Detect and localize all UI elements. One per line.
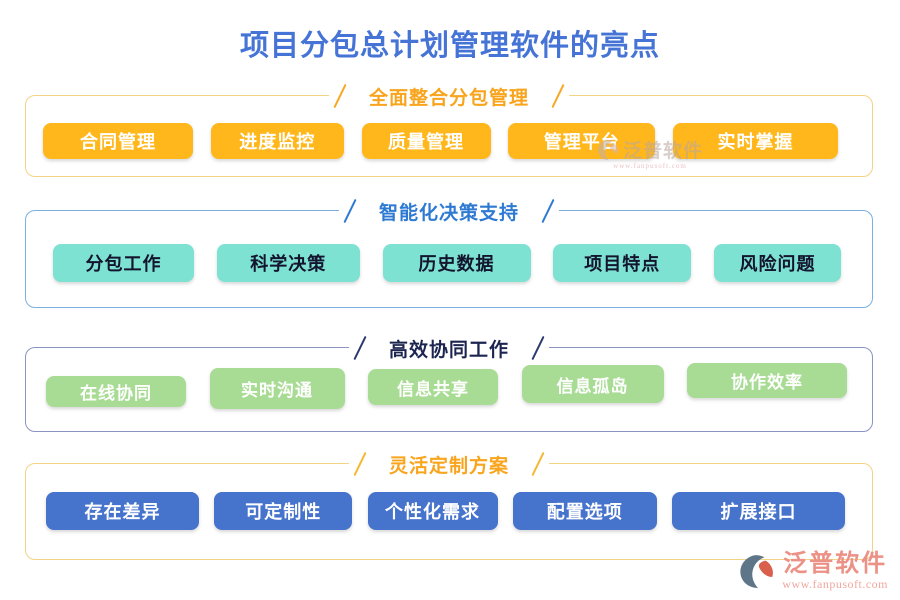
slash-right-icon bbox=[531, 335, 545, 361]
feature-chip[interactable]: 协作效率 bbox=[687, 363, 847, 398]
feature-chip[interactable]: 实时掌握 bbox=[673, 123, 838, 159]
section-decision-support-header: 智能化决策支持 bbox=[26, 195, 872, 227]
feature-chip[interactable]: 分包工作 bbox=[53, 244, 194, 282]
section-title: 全面整合分包管理 bbox=[368, 87, 529, 109]
feature-chip[interactable]: 扩展接口 bbox=[672, 492, 845, 530]
section-title: 高效协同工作 bbox=[388, 339, 509, 361]
feature-chip[interactable]: 项目特点 bbox=[553, 244, 692, 282]
feature-chip[interactable]: 可定制性 bbox=[214, 492, 353, 530]
feature-chip[interactable]: 信息孤岛 bbox=[521, 365, 664, 403]
feature-chip[interactable]: 历史数据 bbox=[382, 244, 531, 282]
section-decision-support: 智能化决策支持 分包工作 科学决策 历史数据 项目特点 风险问题 bbox=[25, 195, 873, 308]
feature-chip[interactable]: 存在差异 bbox=[46, 492, 199, 530]
fanpu-logo-icon bbox=[740, 555, 774, 589]
feature-chip[interactable]: 配置选项 bbox=[512, 492, 657, 530]
slash-right-icon bbox=[551, 83, 565, 109]
slash-left-icon bbox=[353, 451, 367, 477]
slash-right-icon bbox=[541, 198, 555, 224]
section-title: 智能化决策支持 bbox=[378, 202, 519, 224]
feature-chip[interactable]: 风险问题 bbox=[714, 244, 841, 282]
section-integration: 全面整合分包管理 合同管理 进度监控 质量管理 管理平台 实时掌握 bbox=[25, 80, 873, 177]
section-integration-header: 全面整合分包管理 bbox=[26, 80, 872, 112]
brand-name: 泛普软件 bbox=[783, 550, 888, 577]
feature-chip[interactable]: 实时沟通 bbox=[209, 368, 345, 409]
feature-chip[interactable]: 进度监控 bbox=[210, 123, 344, 159]
feature-chip[interactable]: 管理平台 bbox=[508, 123, 656, 159]
chip-row-decision: 分包工作 科学决策 历史数据 项目特点 风险问题 bbox=[26, 244, 872, 282]
feature-chip[interactable]: 在线协同 bbox=[46, 376, 186, 407]
section-collaboration-header: 高效协同工作 bbox=[26, 332, 872, 364]
slash-left-icon bbox=[333, 83, 347, 109]
slash-left-icon bbox=[343, 198, 357, 224]
chip-row-customization: 存在差异 可定制性 个性化需求 配置选项 扩展接口 bbox=[26, 492, 872, 530]
section-customization-header: 灵活定制方案 bbox=[26, 448, 872, 480]
feature-chip[interactable]: 个性化需求 bbox=[367, 492, 498, 530]
chip-row-integration: 合同管理 进度监控 质量管理 管理平台 实时掌握 bbox=[26, 123, 872, 159]
feature-chip[interactable]: 科学决策 bbox=[216, 244, 360, 282]
brand-footer: 泛普软件 www.fanpusoft.com bbox=[739, 550, 888, 592]
feature-chip[interactable]: 质量管理 bbox=[361, 123, 491, 159]
chip-row-collaboration: 在线协同 实时沟通 信息共享 信息孤岛 协作效率 bbox=[26, 363, 872, 409]
slash-left-icon bbox=[353, 335, 367, 361]
section-collaboration: 高效协同工作 在线协同 实时沟通 信息共享 信息孤岛 协作效率 bbox=[25, 332, 873, 432]
feature-chip[interactable]: 合同管理 bbox=[43, 123, 193, 159]
section-customization: 灵活定制方案 存在差异 可定制性 个性化需求 配置选项 扩展接口 bbox=[25, 448, 873, 560]
feature-chip[interactable]: 信息共享 bbox=[368, 369, 498, 405]
slash-right-icon bbox=[531, 451, 545, 477]
page-title: 项目分包总计划管理软件的亮点 bbox=[239, 30, 660, 62]
section-title: 灵活定制方案 bbox=[388, 455, 509, 477]
brand-url: www.fanpusoft.com bbox=[782, 577, 888, 591]
